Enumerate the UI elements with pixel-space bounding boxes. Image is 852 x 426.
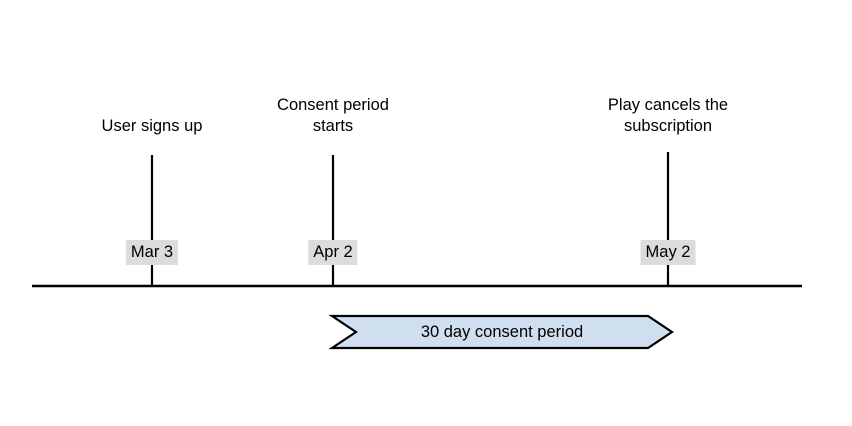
- date-chip-may-2: May 2: [640, 240, 696, 265]
- date-chip-apr-2: Apr 2: [308, 240, 358, 265]
- date-chip-mar-3: Mar 3: [125, 240, 179, 265]
- consent-period-banner-shape: [328, 314, 674, 350]
- consent-period-banner-label: 30 day consent period: [420, 323, 584, 341]
